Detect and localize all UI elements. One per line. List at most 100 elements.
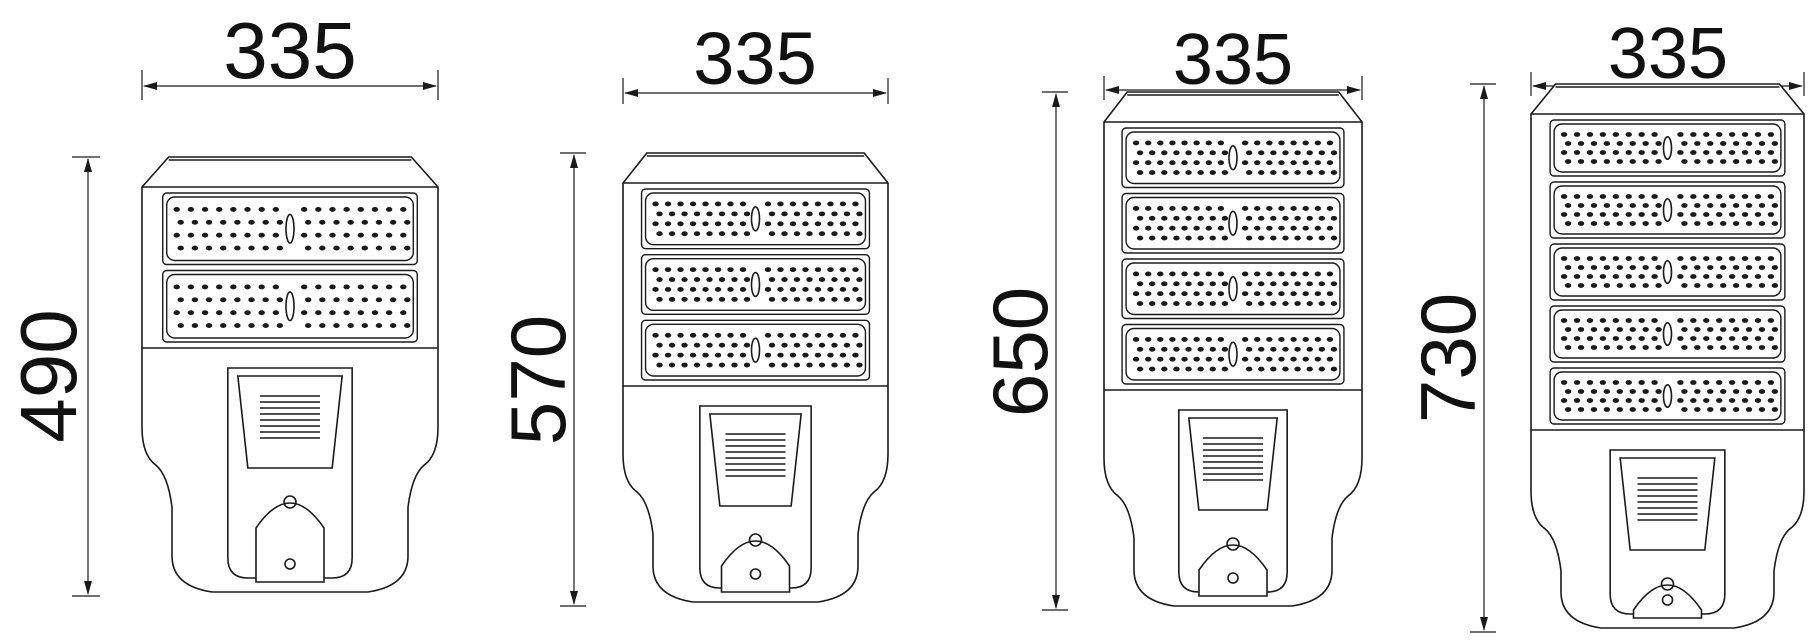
led-dot: [343, 207, 350, 212]
led-dot: [856, 296, 863, 302]
led-dot: [1745, 389, 1753, 394]
led-dot: [1694, 159, 1701, 164]
led-dot: [1612, 150, 1620, 155]
led-dot: [1758, 221, 1766, 226]
led-dot: [1577, 141, 1585, 146]
led-dot: [777, 201, 784, 207]
led-dot: [1245, 281, 1253, 287]
led-dot: [1732, 221, 1740, 226]
led-dot: [205, 323, 213, 328]
led-dot: [1148, 301, 1156, 306]
lamp-3-modules: 335 570: [494, 17, 889, 607]
led-dot: [1173, 281, 1180, 287]
led-dot: [343, 310, 350, 316]
led-dot: [1651, 380, 1658, 385]
led-dot: [1754, 212, 1762, 217]
led-dot: [739, 352, 747, 358]
led-dot: [1703, 318, 1710, 323]
led-dot: [1681, 221, 1688, 226]
width-dimension: 335: [1103, 20, 1363, 100]
led-dot: [1715, 398, 1723, 403]
led-dot: [1651, 194, 1658, 199]
led-module-lens: [1553, 309, 1782, 359]
led-dot: [681, 231, 688, 237]
led-dot: [1625, 398, 1632, 403]
led-dot: [1745, 283, 1753, 288]
led-dot: [1629, 159, 1636, 164]
led-dot: [664, 267, 672, 273]
led-dot: [258, 310, 265, 316]
led-dot: [304, 323, 312, 328]
led-dot: [333, 297, 340, 303]
led-dot: [1161, 215, 1168, 221]
led-dot: [1564, 389, 1572, 394]
led-dot: [1707, 159, 1714, 164]
led-dot: [718, 211, 726, 217]
led-dot: [1629, 221, 1636, 226]
led-dot: [702, 221, 709, 227]
led-dot: [768, 362, 776, 368]
led-dot: [1754, 256, 1762, 261]
led-dot: [1690, 212, 1697, 217]
led-dot: [1603, 389, 1611, 394]
led-dot: [1586, 256, 1594, 261]
led-dot: [404, 297, 411, 303]
led-dot: [1290, 291, 1297, 297]
led-dot: [1564, 327, 1572, 332]
led-dot: [1245, 366, 1253, 372]
led-dot: [1767, 132, 1775, 137]
module-center-slot: [1662, 383, 1673, 408]
led-module-lens: [644, 323, 867, 377]
led-dot: [664, 287, 672, 292]
led-dot: [802, 267, 809, 273]
led-dot: [1616, 407, 1624, 412]
led-dot: [272, 310, 280, 316]
led-dot: [1266, 206, 1273, 211]
led-dot: [1318, 346, 1326, 352]
led-dot: [220, 245, 227, 251]
led-dot: [1642, 389, 1649, 394]
led-dot: [1278, 356, 1285, 362]
led-dot: [1173, 366, 1180, 372]
led-dot: [244, 284, 251, 290]
led-dot: [1616, 221, 1624, 226]
led-module-lens: [166, 196, 414, 262]
led-dot: [1707, 407, 1714, 412]
led-dot: [1767, 398, 1775, 403]
led-dot: [843, 231, 851, 237]
led-dot: [1590, 203, 1598, 208]
led-dot: [1655, 407, 1662, 412]
led-dot: [1703, 150, 1710, 155]
led-dot: [1148, 346, 1156, 352]
led-dot: [731, 296, 738, 302]
led-dot: [1612, 256, 1620, 261]
led-dot: [357, 207, 364, 212]
led-dot: [1767, 274, 1775, 279]
led-dot: [768, 211, 776, 217]
led-dot: [230, 232, 237, 238]
led-dot: [802, 332, 809, 338]
led-dot: [818, 296, 826, 302]
led-dot: [1741, 336, 1749, 341]
led-module: [640, 188, 871, 250]
led-dot: [1655, 141, 1662, 146]
led-dot: [389, 297, 397, 303]
pole-clamp: [720, 540, 791, 593]
led-dot: [1599, 336, 1607, 341]
led-dot: [1754, 380, 1762, 385]
led-dot: [1326, 291, 1334, 297]
led-dot: [1245, 150, 1253, 156]
led-dot: [777, 332, 784, 338]
led-dot: [652, 201, 659, 207]
led-dot: [818, 362, 826, 368]
led-dot: [1241, 160, 1249, 166]
led-dot: [389, 323, 397, 328]
clamp-screw-top: [1660, 577, 1675, 591]
led-dot: [1758, 203, 1766, 208]
led-dot: [664, 201, 672, 207]
led-dot: [1599, 132, 1607, 137]
led-dot: [777, 287, 784, 292]
led-dot: [1677, 256, 1684, 261]
led-dot: [781, 362, 788, 368]
led-dot: [731, 211, 738, 217]
